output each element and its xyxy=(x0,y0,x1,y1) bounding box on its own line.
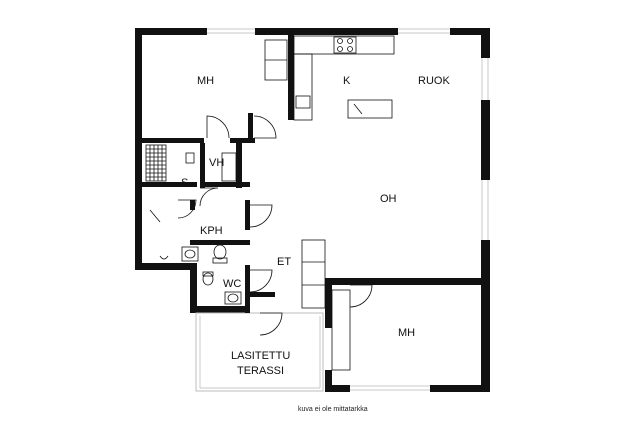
room-label-wc: WC xyxy=(223,278,241,290)
kitchen-fixtures xyxy=(264,35,395,121)
room-label-s-sauna: S xyxy=(181,177,188,189)
room-label-mh-bedroom-1: MH xyxy=(197,75,214,87)
scale-disclaimer: kuva ei ole mittatarkka xyxy=(298,406,368,413)
sauna-bench xyxy=(145,144,195,182)
room-label-ruok-dining: RUOK xyxy=(418,75,450,87)
room-label-et-hall: ET xyxy=(277,256,291,268)
windows xyxy=(195,28,489,392)
exterior-walls xyxy=(135,28,490,392)
room-label-terrace-line1: LASITETTU xyxy=(231,350,290,362)
room-label-terrace-line2: TERASSI xyxy=(237,365,284,377)
wardrobes xyxy=(221,152,351,371)
room-label-mh-bedroom-2: MH xyxy=(398,327,415,339)
room-labels: MH K RUOK VH S OH KPH ET WC MH LASITETTU… xyxy=(181,75,450,377)
room-label-kph-bathroom: KPH xyxy=(200,225,223,237)
room-label-k-kitchen: K xyxy=(343,75,351,87)
bathroom-fixtures xyxy=(149,209,242,305)
door-swings xyxy=(177,115,373,336)
room-label-vh-closet: VH xyxy=(209,157,224,169)
room-label-oh-living: OH xyxy=(380,193,397,205)
interior-walls xyxy=(142,35,294,313)
